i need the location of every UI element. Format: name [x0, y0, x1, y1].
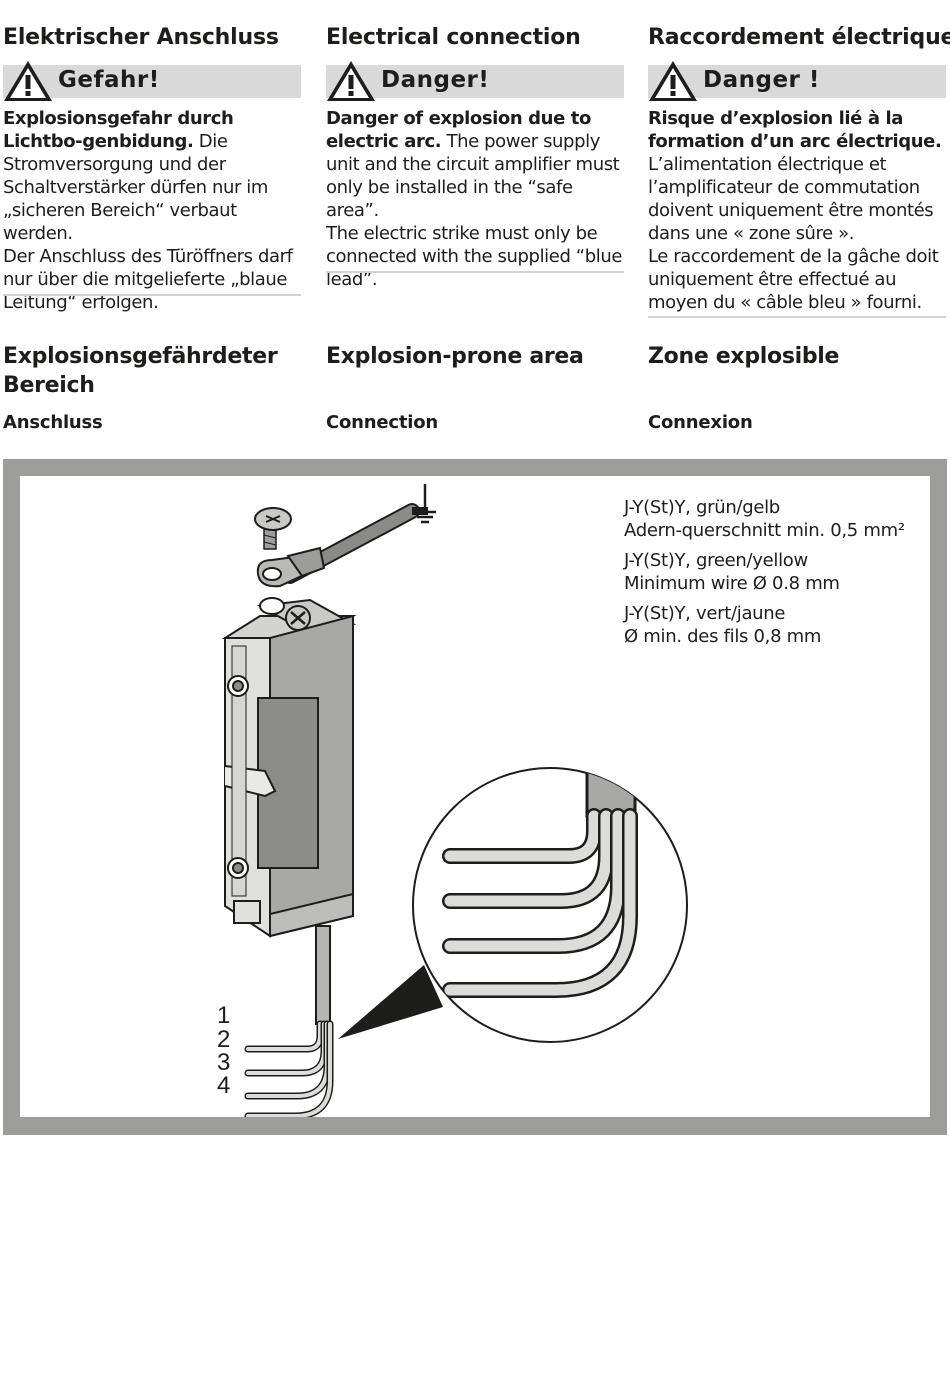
- warning-text: Die Stromversorgung und der Schaltverstä…: [3, 131, 269, 244]
- note-line: Adern-querschnitt min. 0,5 mm²: [624, 520, 905, 541]
- divider: [648, 316, 946, 318]
- wiring-figure: J-Y(St)Y, grün/gelb Adern-querschnitt mi…: [20, 476, 930, 1117]
- warning-body: Explosionsgefahr durch Lichtbo-genbidung…: [3, 107, 301, 314]
- section-title: Elektrischer Anschluss: [3, 25, 279, 50]
- warning-label: Gefahr!: [58, 67, 160, 93]
- wire-label-1: 1: [217, 1002, 231, 1029]
- warning-lead: Explosionsgefahr durch Lichtbo-genbidung…: [3, 108, 234, 152]
- warning-triangle-icon: [649, 61, 697, 101]
- note-line: Ø min. des fils 0,8 mm: [624, 626, 822, 647]
- warning-triangle-icon: [4, 61, 52, 101]
- warning-banner: Danger!: [326, 60, 624, 102]
- warning-banner: Gefahr!: [3, 60, 301, 102]
- note-german: J-Y(St)Y, grün/gelb Adern-querschnitt mi…: [624, 496, 905, 542]
- ring-terminal: [256, 546, 326, 588]
- wire-label-4: 4: [217, 1072, 231, 1099]
- warning-label: Danger !: [703, 67, 820, 93]
- electric-strike-body: [221, 597, 357, 938]
- note-line: J-Y(St)Y, vert/jaune: [624, 603, 786, 624]
- warning-lead: Danger of explosion due to electric arc.: [326, 108, 591, 152]
- warning-text-2: Le raccordement de la gâche doit uniquem…: [648, 246, 939, 313]
- divider: [3, 294, 301, 296]
- warning-bar: [648, 65, 946, 98]
- divider: [326, 271, 624, 273]
- warning-lead: Risque d’explosion lié à la formation d’…: [648, 108, 942, 152]
- warning-banner: Danger !: [648, 60, 946, 102]
- warning-body: Risque d’explosion lié à la formation d’…: [648, 107, 946, 314]
- area-title: Explosion-prone area: [326, 344, 584, 369]
- zoom-pointer: [338, 965, 443, 1039]
- warning-text-2: Der Anschluss des Türöffners darf nur üb…: [3, 246, 293, 313]
- section-title: Raccordement électrique: [648, 25, 950, 50]
- screw-icon: [254, 507, 292, 550]
- note-line: J-Y(St)Y, grün/gelb: [624, 497, 780, 518]
- detail-zoom-circle: [412, 767, 688, 1043]
- area-title: Explosionsgefährdeter Bereich: [3, 344, 278, 398]
- warning-bar: [326, 65, 624, 98]
- electric-strike-drawing: [221, 484, 688, 1117]
- wire-label-2: 2: [217, 1026, 231, 1053]
- subtitle: Anschluss: [3, 412, 103, 433]
- warning-triangle-icon: [327, 61, 375, 101]
- warning-label: Danger!: [381, 67, 490, 93]
- warning-text: L’alimentation électrique et l’amplifica…: [648, 154, 934, 244]
- wiring-figure-frame: J-Y(St)Y, grün/gelb Adern-querschnitt mi…: [3, 459, 947, 1135]
- area-title: Zone explosible: [648, 344, 840, 369]
- strike-cable: [315, 925, 331, 1025]
- note-english: J-Y(St)Y, green/yellow Minimum wire Ø 0.…: [624, 549, 840, 595]
- warning-body: Danger of explosion due to electric arc.…: [326, 107, 624, 291]
- warning-text-2: The electric strike must only be connect…: [326, 223, 623, 290]
- ground-symbol-icon: [414, 484, 436, 524]
- small-wires: [244, 1020, 334, 1117]
- subtitle: Connection: [326, 412, 439, 433]
- wire-label-3: 3: [217, 1049, 231, 1076]
- warning-text: The power supply unit and the circuit am…: [326, 131, 620, 221]
- section-title: Electrical connection: [326, 25, 581, 50]
- note-line: Minimum wire Ø 0.8 mm: [624, 573, 840, 594]
- note-french: J-Y(St)Y, vert/jaune Ø min. des fils 0,8…: [624, 602, 821, 648]
- note-line: J-Y(St)Y, green/yellow: [624, 550, 808, 571]
- subtitle: Connexion: [648, 412, 753, 433]
- warning-bar: [3, 65, 301, 98]
